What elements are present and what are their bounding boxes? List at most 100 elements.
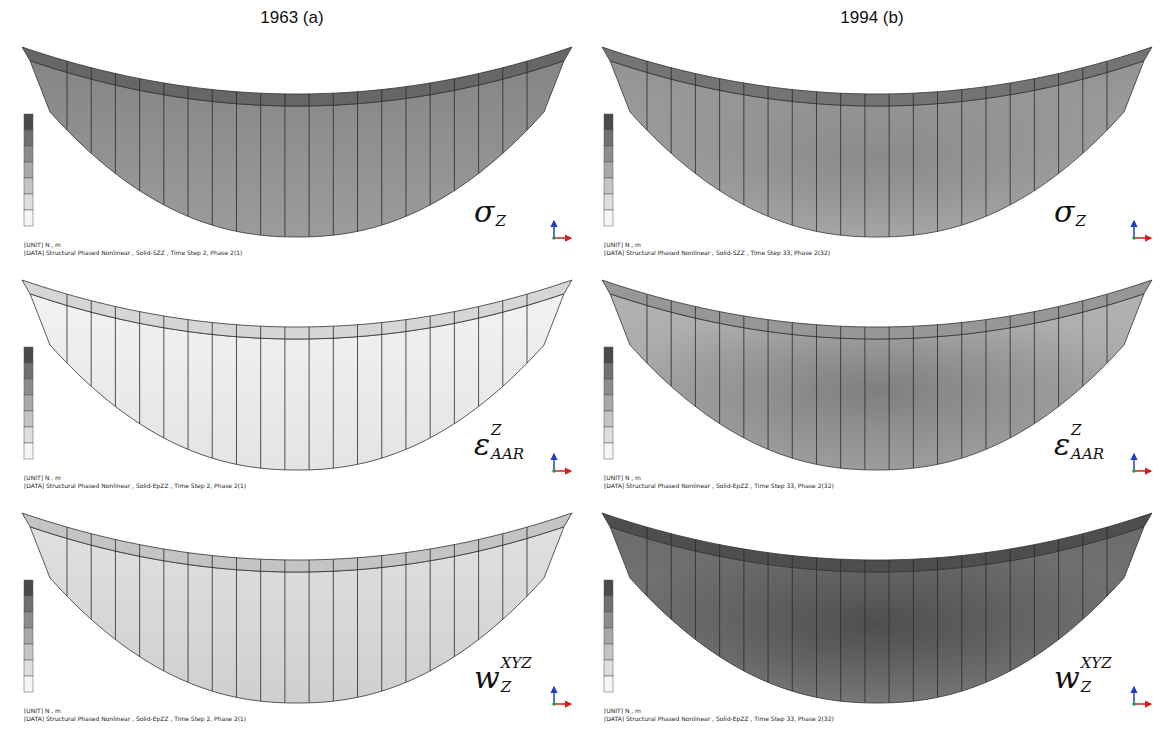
legend-bar — [604, 114, 613, 130]
block-joint — [212, 90, 213, 226]
block-joint — [333, 93, 334, 235]
legend-bar — [24, 443, 33, 459]
block-joint — [768, 87, 769, 217]
symbol-subscript: Z — [495, 212, 505, 230]
block-joint — [527, 61, 528, 130]
block-joint — [260, 326, 261, 468]
block-joint — [188, 87, 189, 217]
block-joint — [647, 61, 648, 130]
legend-bar — [604, 379, 613, 395]
axis-x — [1134, 470, 1151, 472]
block-joint — [985, 553, 986, 683]
symbol-superscript: XYZ — [1081, 654, 1112, 672]
block-joint — [1058, 307, 1059, 407]
legend-bar — [24, 194, 33, 210]
block-joint — [647, 527, 648, 596]
block-joint — [478, 307, 479, 407]
legend-bar — [604, 363, 613, 379]
data-note: [DATA] Structural Phased Nonlinear , Sol… — [24, 249, 242, 256]
block-joint — [743, 83, 744, 205]
symbol-subscript: Z — [1075, 212, 1085, 230]
legend-bar — [24, 644, 33, 660]
dam-crest — [22, 513, 572, 572]
block-joint — [743, 316, 744, 438]
block-joint — [1082, 301, 1083, 387]
dam-face — [610, 294, 1144, 470]
block-joint — [889, 560, 890, 703]
unit-note: [UNIT] N , m — [24, 241, 61, 248]
block-joint — [454, 79, 455, 191]
axis-y — [552, 702, 556, 706]
dam-face — [30, 527, 564, 703]
block-joint — [139, 545, 140, 657]
unit-note: [UNIT] N , m — [24, 707, 61, 714]
block-joint — [1010, 316, 1011, 438]
block-joint — [405, 320, 406, 450]
block-joint — [284, 94, 285, 237]
legend-bar — [604, 162, 613, 178]
block-joint — [792, 323, 793, 459]
dam-face — [610, 527, 1144, 703]
quantity-symbol: ε — [474, 427, 490, 462]
contour-shading — [610, 61, 1144, 237]
legend-bar — [24, 411, 33, 427]
block-joint — [333, 559, 334, 701]
legend-bar — [604, 676, 613, 692]
data-note: [DATA] Structural Phased Nonlinear , Sol… — [604, 482, 834, 489]
block-joint — [163, 83, 164, 205]
quantity-symbol: σ — [1054, 194, 1074, 229]
axis-y — [552, 236, 556, 240]
block-joint — [309, 327, 310, 470]
block-joint — [719, 545, 720, 657]
dam-face — [30, 61, 564, 237]
legend-bar — [604, 411, 613, 427]
block-joint — [430, 316, 431, 438]
axis-z — [1133, 687, 1135, 704]
block-joint — [671, 301, 672, 387]
block-joint — [1058, 74, 1059, 174]
block-joint — [985, 87, 986, 217]
block-joint — [478, 540, 479, 640]
block-joint — [937, 325, 938, 465]
block-joint — [671, 68, 672, 154]
block-joint — [816, 92, 817, 232]
block-joint — [913, 326, 914, 468]
block-joint — [1107, 61, 1108, 130]
block-joint — [792, 556, 793, 692]
unit-note: [UNIT] N , m — [604, 241, 641, 248]
block-joint — [695, 307, 696, 407]
block-joint — [792, 90, 793, 226]
legend-bar — [24, 628, 33, 644]
legend-bar — [604, 612, 613, 628]
legend-bar — [24, 146, 33, 162]
axis-z — [1133, 221, 1135, 238]
block-joint — [961, 90, 962, 226]
block-joint — [188, 553, 189, 683]
block-joint — [139, 79, 140, 191]
block-joint — [115, 307, 116, 407]
legend-bar — [24, 210, 33, 226]
block-joint — [840, 326, 841, 468]
legend-bar — [24, 114, 33, 130]
block-joint — [67, 294, 68, 363]
block-joint — [67, 61, 68, 130]
block-joint — [768, 553, 769, 683]
dam-crest — [602, 47, 1152, 106]
legend-bar — [604, 395, 613, 411]
axis-x — [1134, 703, 1151, 705]
unit-note: [UNIT] N , m — [604, 474, 641, 481]
column-heading: 1994 (b) — [840, 8, 903, 28]
block-joint — [1034, 312, 1035, 424]
block-joint — [115, 540, 116, 640]
legend-bar — [24, 347, 33, 363]
block-joint — [309, 560, 310, 703]
legend-bar — [604, 178, 613, 194]
dam-crest — [602, 513, 1152, 572]
symbol-subscript: AAR — [491, 445, 524, 463]
legend-bar — [604, 210, 613, 226]
dam-panel — [22, 47, 572, 240]
legend-bar — [604, 644, 613, 660]
dam-panel — [22, 513, 572, 706]
block-joint — [357, 558, 358, 698]
